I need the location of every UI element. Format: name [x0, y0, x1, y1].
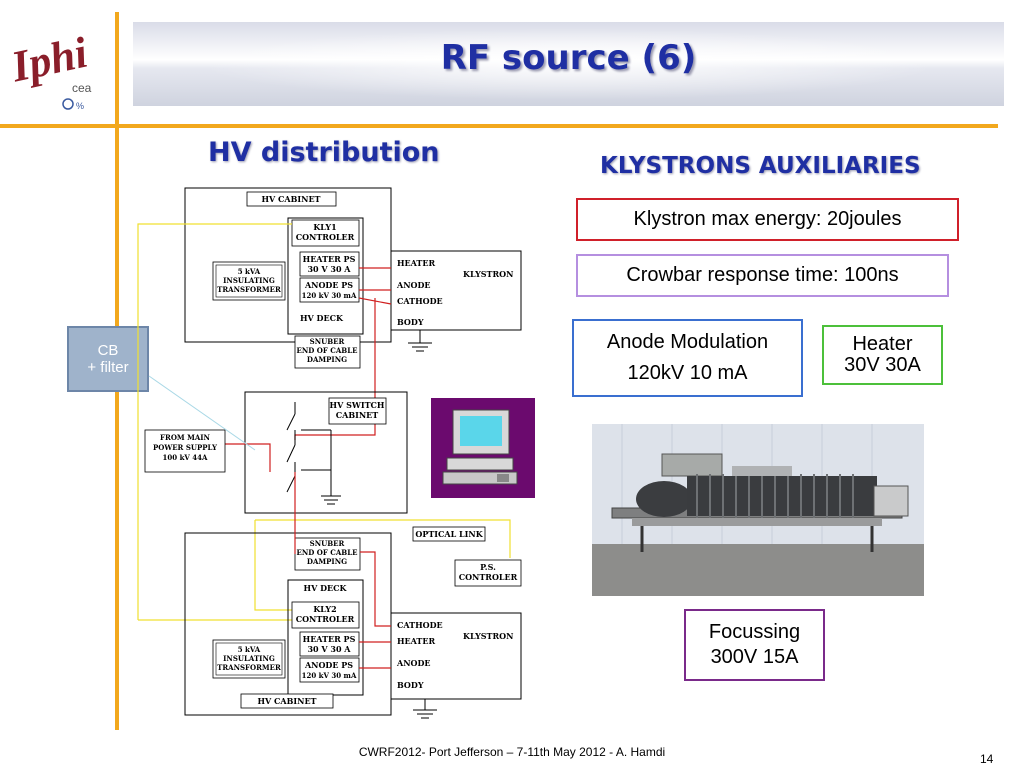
snubber-top-1: SNUBER — [310, 337, 345, 346]
hv-cabinet-top-label: HV CABINET — [262, 194, 321, 204]
snubber-bottom-1: SNUBER — [310, 539, 345, 548]
crowbar-text: Crowbar response time: 100ns — [626, 264, 899, 286]
anode-ps-bottom-2: 120 kV 30 mA — [302, 671, 357, 680]
heater-line1: Heater — [852, 333, 913, 355]
klystron-top-heater: HEATER — [397, 258, 435, 268]
anode-modulation-line1: Anode Modulation — [606, 331, 769, 353]
transformer-bottom-1: 5 kVA — [238, 645, 261, 654]
hv-switch-cabinet — [244, 391, 408, 514]
anode-ps-top-1: ANODE PS — [304, 280, 353, 290]
kly2-label-1: KLY2 — [313, 604, 336, 614]
focussing-line2: 300V 15A — [710, 646, 799, 668]
snubber-top-3: DAMPING — [307, 355, 347, 364]
klystrons-auxiliaries-heading: KLYSTRONS AUXILIARIES — [600, 153, 921, 179]
focussing-box: Focussing 300V 15A — [684, 609, 825, 681]
anode-modulation-box: Anode Modulation 120kV 10 mA — [572, 319, 803, 397]
slide-title: RF source (6) — [440, 38, 697, 78]
klystron-top-anode: ANODE — [396, 280, 431, 290]
horizontal-accent-line — [0, 124, 998, 128]
cb-line2: + filter — [87, 359, 129, 376]
heater-ps-bottom-2: 30 V 30 A — [307, 644, 351, 654]
snubber-top-2: END OF CABLE — [297, 346, 358, 355]
optical-link-label: OPTICAL LINK — [415, 529, 483, 539]
klystron-photo — [592, 424, 924, 596]
focussing-line1: Focussing — [708, 621, 801, 643]
kly1-label-2: CONTROLER — [296, 232, 355, 242]
cb-line1: CB — [97, 342, 119, 359]
transformer-bottom-3: TRANSFORMER — [217, 663, 281, 672]
logo-subtext: cea — [72, 81, 92, 95]
klystron-top-cathode: CATHODE — [397, 296, 443, 306]
klystron-top-body: BODY — [397, 317, 424, 327]
klystron-bottom-body: BODY — [397, 680, 424, 690]
klystron-energy-text: Klystron max energy: 20joules — [633, 208, 902, 230]
heater-box: Heater 30V 30A — [822, 325, 943, 385]
hv-switch-1: HV SWITCH — [330, 400, 385, 410]
svg-text:%: % — [76, 101, 84, 111]
transformer-top-3: TRANSFORMER — [217, 285, 281, 294]
transformer-top-1: 5 kVA — [238, 267, 261, 276]
hv-deck-bottom-label: HV DECK — [304, 583, 348, 593]
snubber-bottom-3: DAMPING — [307, 557, 347, 566]
heater-ps-top-1: HEATER PS — [303, 254, 356, 264]
anode-ps-top-2: 120 kV 30 mA — [302, 291, 357, 300]
klystron-top-label: KLYSTRON — [463, 269, 513, 279]
klystron-bottom — [390, 612, 522, 700]
anode-modulation-line2: 120kV 10 mA — [627, 362, 748, 384]
kly1-label-1: KLY1 — [313, 222, 336, 232]
main-supply-2: POWER SUPPLY — [153, 443, 218, 452]
hv-distribution-heading: HV distribution — [208, 137, 440, 168]
cb-filter-callout: CB + filter — [67, 326, 149, 392]
hv-deck-top — [287, 217, 364, 335]
klystron-bottom-heater: HEATER — [397, 636, 435, 646]
hv-switch-2: CABINET — [336, 410, 378, 420]
kly2-label-2: CONTROLER — [296, 614, 355, 624]
transformer-bottom-2: INSULATING — [223, 654, 275, 663]
crowbar-box: Crowbar response time: 100ns — [576, 254, 949, 297]
klystron-top — [390, 250, 522, 331]
klystron-bottom-label: KLYSTRON — [463, 631, 513, 641]
page-number: 14 — [980, 752, 994, 766]
footer-text: CWRF2012- Port Jefferson – 7-11th May 20… — [358, 745, 666, 759]
snubber-bottom-2: END OF CABLE — [297, 548, 358, 557]
heater-ps-bottom-1: HEATER PS — [303, 634, 356, 644]
anode-ps-bottom-1: ANODE PS — [304, 660, 353, 670]
title-banner — [133, 22, 1004, 106]
ps-controler-2: CONTROLER — [459, 572, 518, 582]
hv-cabinet-bottom-label: HV CABINET — [258, 696, 317, 706]
hv-deck-top-label: HV DECK — [300, 313, 344, 323]
klystron-bottom-anode: ANODE — [396, 658, 431, 668]
heater-ps-top-2: 30 V 30 A — [307, 264, 351, 274]
iphi-logo: Iphi cea % — [10, 28, 92, 111]
hv-distribution-diagram: HV CABINET KLY1 CONTROLER 5 kVA INSULATI… — [137, 187, 535, 719]
heater-line2: 30V 30A — [844, 354, 921, 376]
klystron-bottom-cathode: CATHODE — [397, 620, 443, 630]
klystron-energy-box: Klystron max energy: 20joules — [576, 198, 959, 241]
main-supply-3: 100 kV 44A — [163, 453, 209, 462]
transformer-top-2: INSULATING — [223, 276, 275, 285]
main-supply-1: FROM MAIN — [160, 433, 211, 442]
ps-controler-1: P.S. — [480, 562, 496, 572]
